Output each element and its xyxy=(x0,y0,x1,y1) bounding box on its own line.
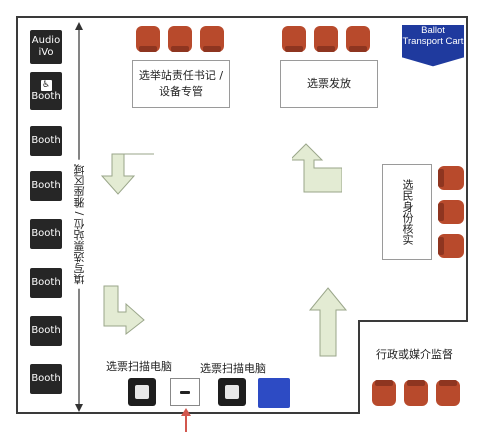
chair xyxy=(372,380,396,406)
supervisor-station: 选举站责任书记 / 设备专管 xyxy=(132,60,230,108)
chair xyxy=(404,380,428,406)
scanner-left-label: 选票扫描电脑 xyxy=(106,360,172,373)
ballot-transport-cart-label: Ballot Transport Cart xyxy=(402,25,464,47)
booth: Booth xyxy=(30,171,62,201)
chair xyxy=(200,26,224,52)
entrance-arrow-icon xyxy=(181,408,191,432)
booth-label: Booth xyxy=(31,90,61,102)
chair xyxy=(168,26,192,52)
wheelchair-icon: ♿ xyxy=(40,79,52,91)
scanner-left xyxy=(128,378,156,406)
voting-area-label: 填写选票站位 / 雅座区域 xyxy=(72,160,88,289)
chair xyxy=(438,166,464,190)
chair xyxy=(282,26,306,52)
flow-arrow-up-right xyxy=(292,143,342,193)
chair xyxy=(346,26,370,52)
ballot-slot-icon xyxy=(180,391,190,394)
booth: Booth xyxy=(30,316,62,346)
ballot-transport-cart-shape xyxy=(401,25,465,68)
booth: Booth xyxy=(30,364,62,394)
chair xyxy=(438,234,464,258)
chair xyxy=(438,200,464,224)
flow-arrow-up xyxy=(308,287,348,357)
flow-arrow-down-right xyxy=(103,285,145,336)
booth: Booth xyxy=(30,219,62,249)
voter-id-station: 选民身份核实 xyxy=(382,164,432,260)
booth-accessible: ♿ Booth xyxy=(30,72,62,110)
audio-ivo-booth: Audio iVo xyxy=(30,30,62,64)
chair xyxy=(314,26,338,52)
chair xyxy=(136,26,160,52)
flow-arrow-left-down xyxy=(100,153,154,195)
voter-id-label: 选民身份核实 xyxy=(401,179,414,245)
booth: Booth xyxy=(30,126,62,156)
chair xyxy=(436,380,460,406)
scanner-blue-unit xyxy=(258,378,290,408)
scanner-right-label: 选票扫描电脑 xyxy=(200,362,266,375)
booth: Booth xyxy=(30,268,62,298)
ballot-box xyxy=(170,378,200,406)
observer-label: 行政或媒介监督 xyxy=(376,348,453,361)
ballot-issue-station: 选票发放 xyxy=(280,60,378,108)
scanner-right xyxy=(218,378,246,406)
